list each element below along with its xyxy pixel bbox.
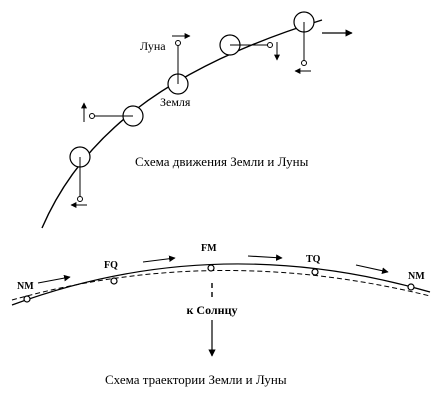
third-quarter-point [311, 268, 319, 276]
sun-direction-label: к Солнцу [187, 303, 238, 317]
new-moon-label-left: NM [17, 281, 34, 292]
new-moon-point-left [23, 295, 31, 303]
bottom-diagram: NM FQ FM TQ NM к Солнцу Схема траектории… [11, 243, 431, 387]
earth-trajectory [11, 263, 431, 306]
earth-label: Земля [160, 95, 191, 109]
trajectory-arrow-2 [142, 255, 176, 263]
moon-circle [301, 60, 307, 66]
first-quarter-point [110, 277, 118, 285]
trajectory-arrow-4 [355, 264, 389, 274]
moon-circle [77, 196, 83, 202]
full-moon-point [207, 264, 215, 272]
moon-circle [267, 42, 273, 48]
trajectory-arrow-1 [37, 274, 71, 284]
full-moon-label: FM [201, 243, 217, 254]
top-caption: Схема движения Земли и Луны [135, 154, 309, 169]
earth-orbit-arc [41, 19, 323, 229]
new-moon-point-right [407, 283, 415, 291]
third-quarter-label: TQ [306, 254, 321, 265]
bottom-caption: Схема траектории Земли и Луны [105, 372, 287, 387]
new-moon-label-right: NM [408, 271, 425, 282]
top-diagram: Луна Земля Схема движения Земли и Луны [41, 11, 353, 229]
earth-moon-position-4 [219, 34, 280, 61]
earth-moon-position-1 [69, 146, 91, 208]
earth-moon-position-5 [293, 11, 315, 74]
moon-label: Луна [140, 39, 166, 53]
trajectory-arrow-3 [247, 254, 283, 261]
moon-trajectory [11, 269, 431, 301]
earth-moon-position-2 [81, 102, 144, 127]
first-quarter-label: FQ [104, 260, 118, 271]
earth-moon-position-3 [167, 33, 191, 95]
moon-circle [89, 113, 95, 119]
moon-circle [175, 40, 181, 46]
